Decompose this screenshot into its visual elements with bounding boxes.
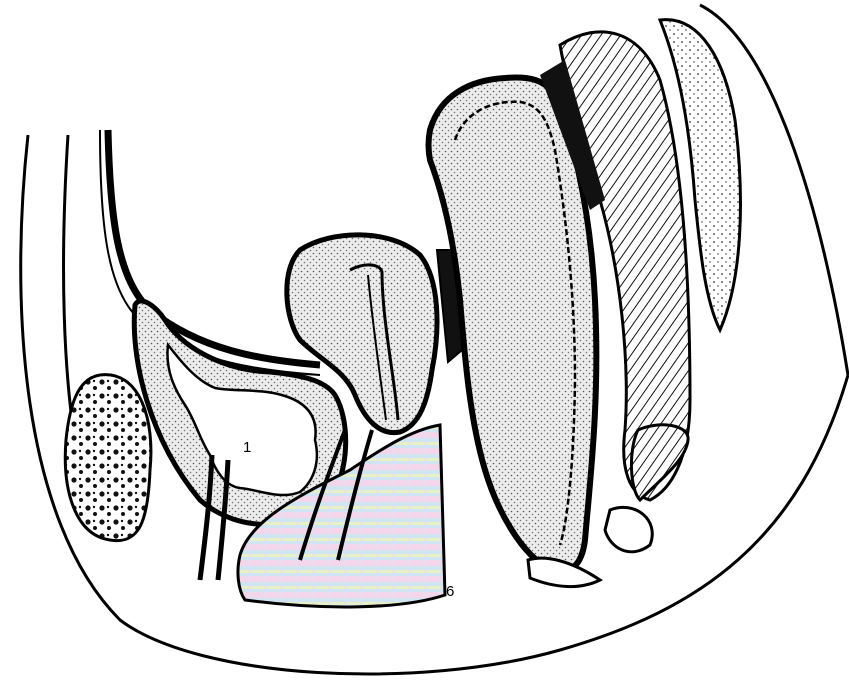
coccyx-tip: [605, 507, 652, 551]
pubic-bone: [65, 375, 151, 541]
label-bladder-number: 1: [243, 439, 251, 456]
label-perineal-number: 6: [446, 583, 454, 600]
anal-canal: [528, 558, 600, 586]
